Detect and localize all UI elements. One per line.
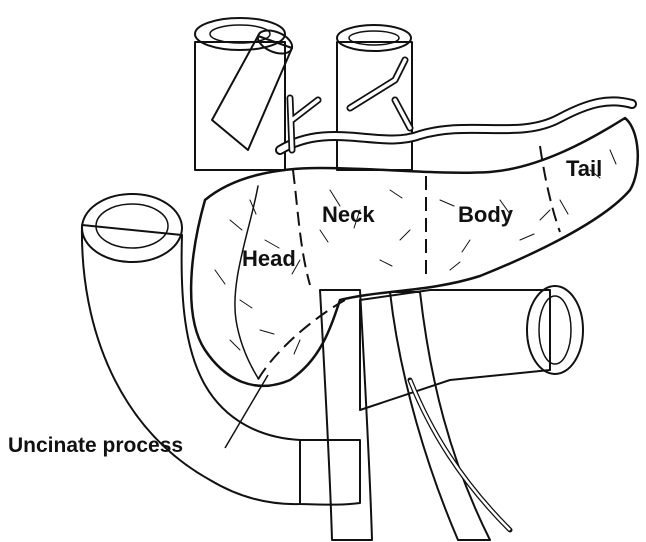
splenic-artery (280, 60, 632, 150)
mesenteric-vessels (320, 290, 510, 540)
jejunum (360, 286, 583, 410)
label-body: Body (458, 202, 514, 227)
label-uncinate-process: Uncinate process (8, 434, 183, 457)
label-head: Head (242, 246, 296, 271)
uncinate-leader-line (225, 375, 268, 448)
aorta (337, 25, 412, 170)
portal-vein (212, 26, 295, 150)
label-tail: Tail (566, 156, 602, 181)
label-neck: Neck (322, 202, 375, 227)
region-boundaries (255, 146, 560, 385)
